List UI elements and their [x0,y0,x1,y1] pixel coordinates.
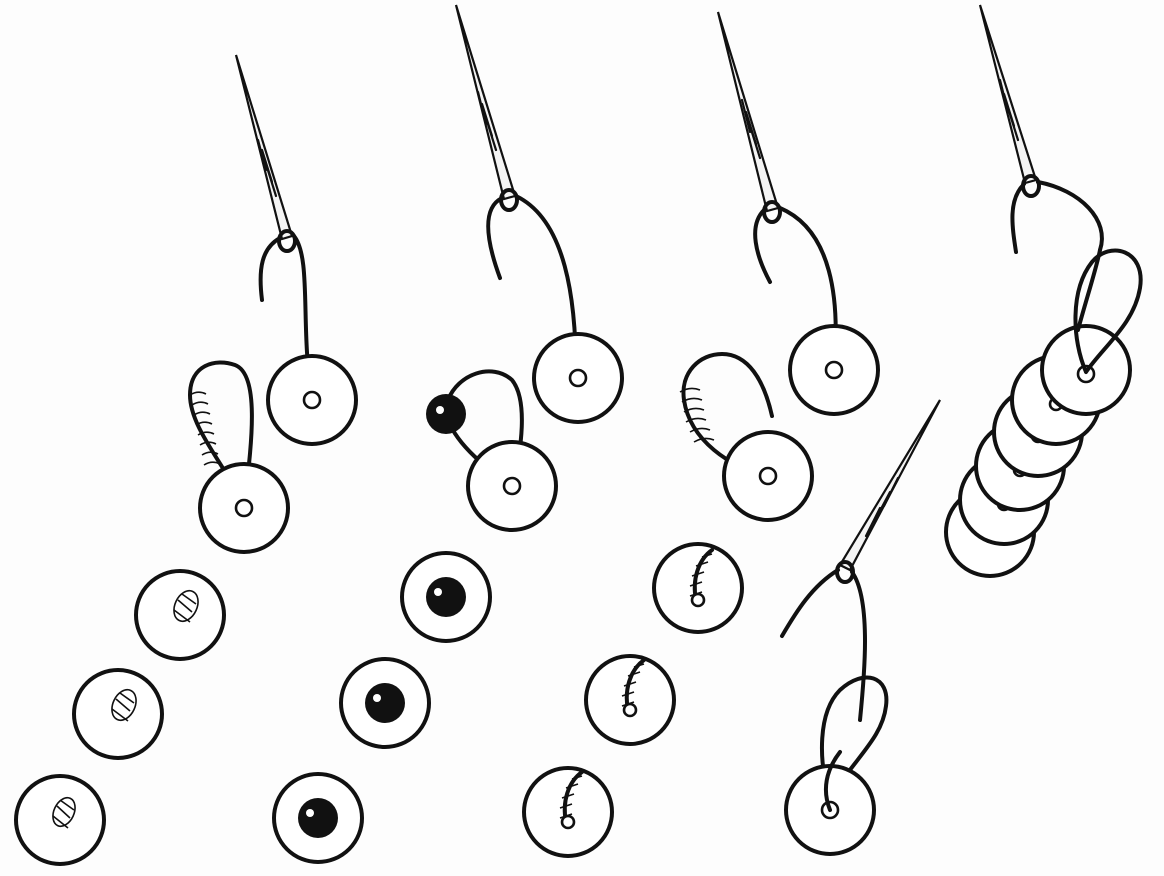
finished-sequin [586,656,674,744]
finished-sequin [524,768,612,856]
thread [782,570,865,720]
finished-sequin [136,571,224,659]
sequin [724,432,812,520]
needle [236,55,295,251]
finished-sequin [274,774,362,862]
finished-sequin [341,659,429,747]
panel-5-overlapping-stack [946,5,1141,576]
needle [456,5,517,210]
sequin [468,442,556,530]
sequin [268,356,356,444]
finished-sequin [654,544,742,632]
panel-1-twisted-bugle-loop [16,55,356,864]
sequin [534,334,622,422]
sequin [790,326,878,414]
needle [837,400,940,582]
finished-sequin [16,776,104,864]
sequin [200,464,288,552]
needle [718,12,780,222]
needle [980,5,1039,196]
finished-sequin [402,553,490,641]
finished-sequin [74,670,162,758]
bead [426,394,466,434]
